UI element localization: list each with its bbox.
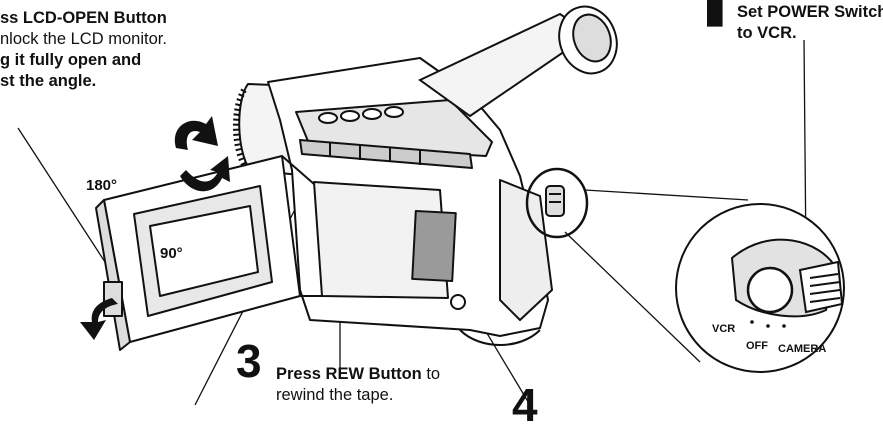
label-90-degrees: 90° [160,245,183,262]
callout-rew-line2: rewind the tape. [276,386,394,404]
step-number-4: 4 [512,379,538,431]
callout-power-line2: to VCR. [737,24,797,42]
zoom-line-top [584,189,749,201]
step-number-3: 3 [236,335,262,387]
power-switch-highlight [525,167,589,239]
callout-power-line1: Set POWER Switch [737,3,883,21]
callout-rew: Press REW Button to rewind the tape. [276,364,440,406]
step-marker-power: █ [707,0,723,25]
rotate-180-arrow-bottom [180,156,230,192]
power-switch-magnified [675,203,845,373]
callout-power: Set POWER Switch to VCR. [737,2,883,44]
label-180-degrees: 180° [86,177,117,194]
callout-lcd-open-line2: nlock the LCD monitor. [0,30,167,48]
camcorder-illustration: 180° 90° VCR OFF CAMERA [17,5,845,406]
callout-lcd-open-line4: st the angle. [0,72,97,90]
power-switch-small [545,185,565,217]
callout-rew-line1: Press REW Button to [276,364,440,385]
label-camera: CAMERA [778,343,826,355]
callout-lcd-open-line3: g it fully open and [0,51,142,69]
callout-lcd-open-line1: ss LCD-OPEN Button [0,9,167,27]
label-off: OFF [746,340,768,352]
callout-rew-bold: Press REW Button [276,365,422,383]
viewfinder [418,5,618,118]
rotate-180-arrow-top [174,116,218,150]
leader-lcd-open [17,127,119,283]
rotation-arrows [80,116,230,340]
callout-rew-after: to [421,365,441,383]
callout-lcd-open: ss LCD-OPEN Button nlock the LCD monitor… [0,8,167,92]
rotate-lcd-arrow [80,298,118,340]
label-vcr: VCR [712,323,735,335]
lcd-monitor [95,155,322,351]
camcorder-body [233,57,553,346]
zoom-line-bottom [564,231,701,363]
